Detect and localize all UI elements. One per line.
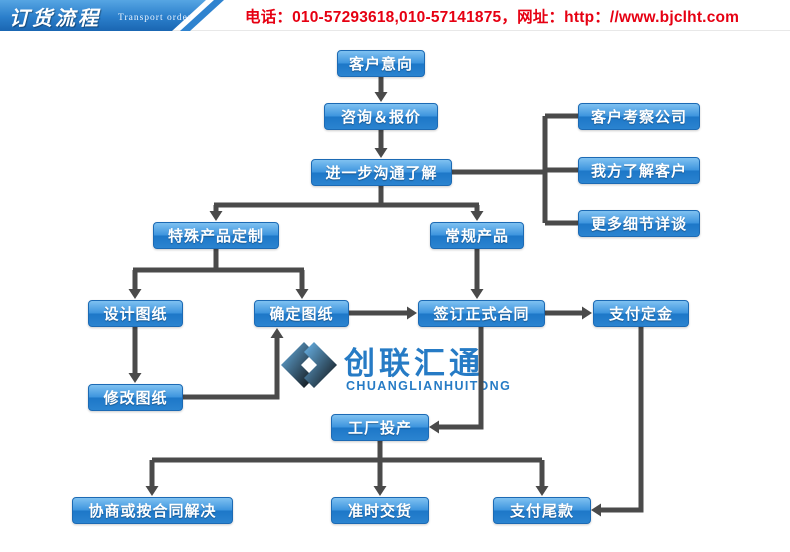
banner-background <box>0 0 206 31</box>
connector-production-bottom-branch <box>145 441 549 496</box>
connector-split-products <box>209 186 484 221</box>
arrow-intent-to-quote <box>374 77 388 102</box>
arrow-regular-to-contract <box>470 249 484 299</box>
flow-node-further-communication: 进一步沟通了解 <box>311 159 452 186</box>
flow-node-ontime-delivery: 准时交货 <box>331 497 429 524</box>
chuanglian-logo-icon <box>281 342 337 388</box>
flow-node-more-details: 更多细节详谈 <box>578 210 700 237</box>
flow-node-pay-balance: 支付尾款 <box>493 497 591 524</box>
arrow-deposit-to-balance <box>591 327 644 517</box>
connector-communicate-right-branch <box>452 113 578 226</box>
flow-node-pay-deposit: 支付定金 <box>593 300 689 327</box>
flow-node-customer-intent: 客户意向 <box>337 50 425 77</box>
flow-node-know-customer: 我方了解客户 <box>578 157 700 184</box>
arrow-confirm-to-contract <box>349 306 417 320</box>
arrow-quote-to-communicate <box>374 130 388 158</box>
connector-split-drawings <box>128 249 309 299</box>
contact-info: 电话：010-57293618,010-57141875，网址：http：//w… <box>245 8 740 26</box>
watermark-brand-name-en: CHUANGLIANHUITONG <box>346 379 512 393</box>
flow-node-factory-production: 工厂投产 <box>331 414 429 441</box>
arrow-modify-to-confirm <box>183 328 284 400</box>
flow-node-confirm-drawing: 确定图纸 <box>254 300 349 327</box>
page-subtitle: Transport order <box>118 13 193 23</box>
arrow-design-to-modify <box>128 327 142 383</box>
flow-node-custom-product: 特殊产品定制 <box>153 222 279 249</box>
brand-watermark: 创联汇通 CHUANGLIANHUITONG <box>280 332 520 404</box>
flow-node-modify-drawing: 修改图纸 <box>88 384 183 411</box>
flow-node-negotiate-resolve: 协商或按合同解决 <box>72 497 233 524</box>
watermark-brand-name: 创联汇通 <box>344 346 484 381</box>
flow-node-sign-contract: 签订正式合同 <box>418 300 545 327</box>
header-bar: 订货流程 Transport order 电话：010-57293618,010… <box>0 0 790 31</box>
flow-node-customer-visit: 客户考察公司 <box>578 103 700 130</box>
flow-node-regular-product: 常规产品 <box>430 222 524 249</box>
flow-node-design-drawing: 设计图纸 <box>88 300 183 327</box>
page-title: 订货流程 <box>9 6 101 30</box>
arrow-contract-to-deposit <box>545 306 592 320</box>
flow-node-consult-quote: 咨询＆报价 <box>324 103 438 130</box>
